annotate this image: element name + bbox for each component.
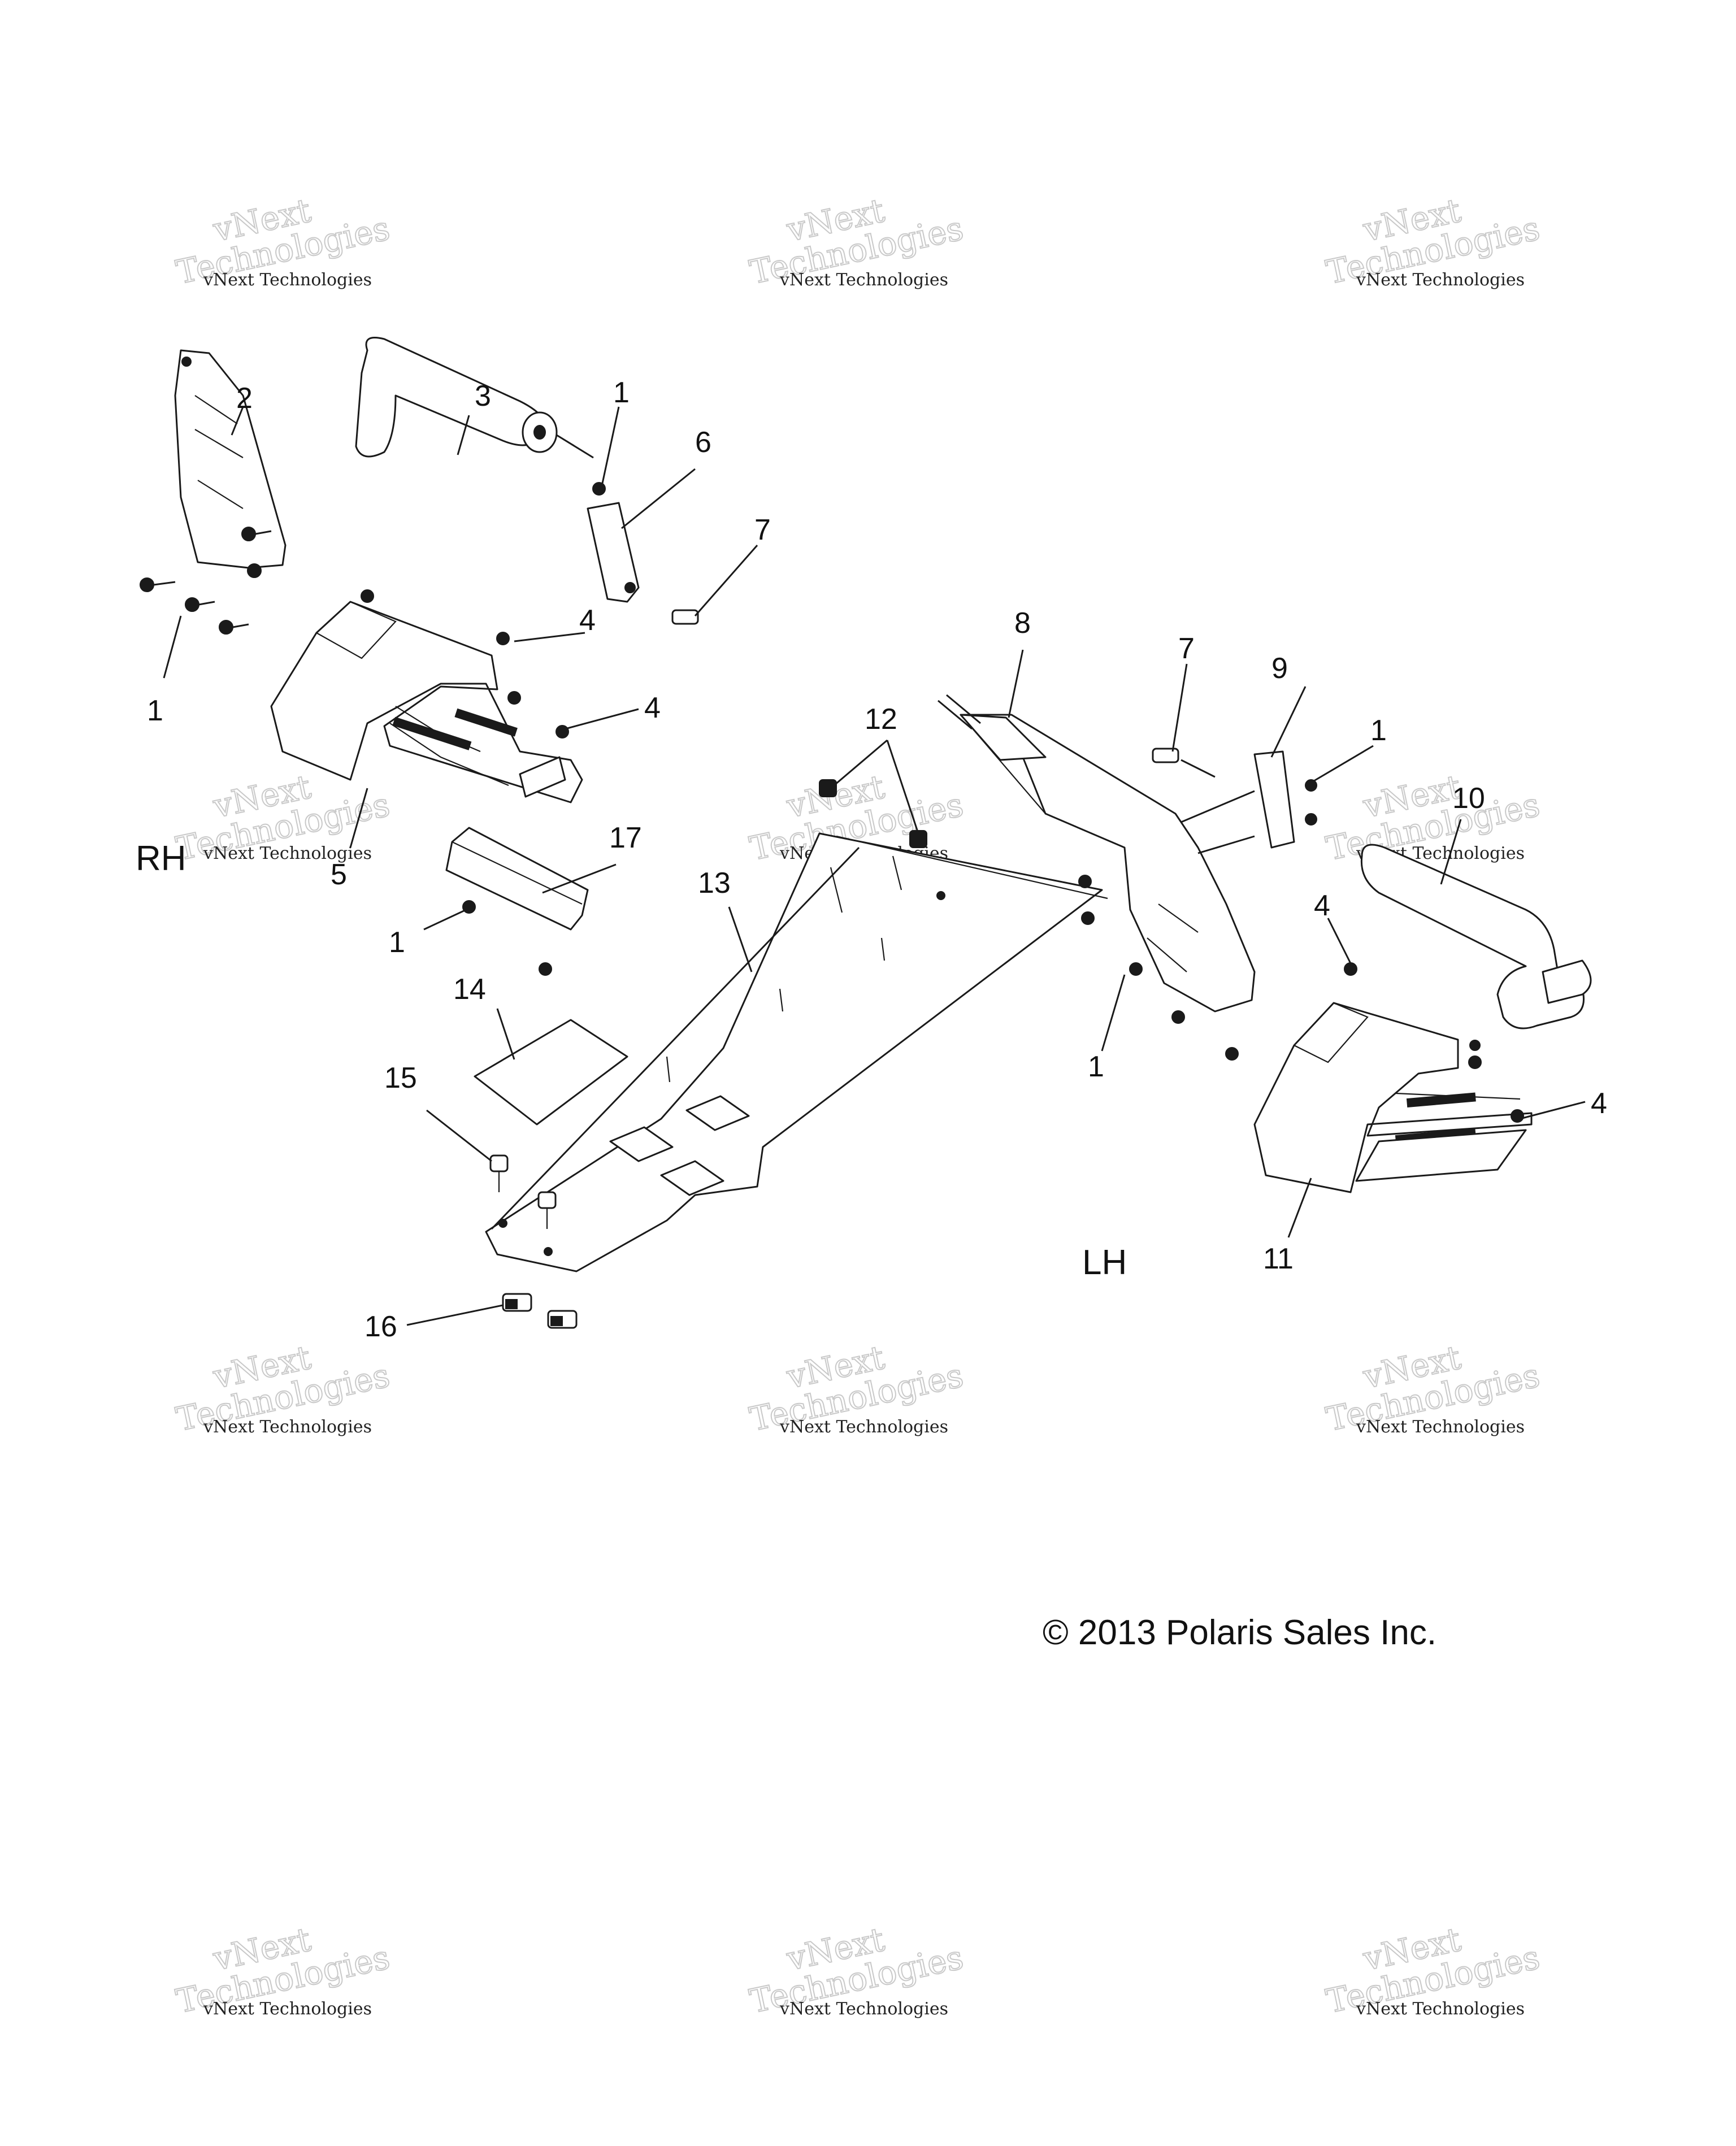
watermark-text: vNext Technologies: [203, 1417, 372, 1437]
screw: [1344, 962, 1357, 976]
screw: [140, 577, 176, 592]
screw: [1081, 911, 1095, 925]
part-13-skid-plate: [485, 832, 1108, 1272]
part-3-grab-bar: [355, 337, 594, 459]
part-10-grab-bar: [1360, 844, 1592, 1029]
part-15-bolt: [489, 1154, 509, 1192]
callout-15: 15: [384, 1062, 417, 1094]
part-9-plate: [1181, 750, 1317, 854]
leader-lines: [163, 406, 1586, 1326]
part-11-footwell: [1253, 1002, 1533, 1193]
callout-11: 11: [1263, 1243, 1294, 1275]
nut: [819, 779, 837, 797]
watermark-text: vNext Technologies: [203, 1999, 372, 2019]
callout-4: 4: [1591, 1087, 1607, 1120]
callout-8: 8: [1014, 607, 1031, 640]
callout-labels: 2 3 1 6 7 1 4 4 RH 5 17 1 13 12 14 15 16…: [136, 376, 1607, 1343]
screw: [241, 527, 272, 541]
screw: [1078, 875, 1092, 888]
callout-3: 3: [475, 380, 491, 412]
part-16-clip: [502, 1293, 532, 1312]
screw: [361, 589, 374, 603]
callout-6: 6: [695, 426, 711, 459]
screw: [592, 482, 606, 496]
watermark-group: vNext Technologies vNext Technologies vN…: [172, 190, 1544, 2021]
screw: [555, 725, 569, 738]
bolt: [671, 609, 699, 625]
screw: [1225, 1047, 1239, 1061]
screw: [185, 597, 215, 612]
bolt: [1152, 748, 1216, 778]
callout-10: 10: [1452, 782, 1485, 815]
screw: [1511, 1109, 1524, 1123]
callout-5: 5: [331, 858, 347, 891]
part-17-bracket: [445, 827, 589, 931]
watermark-text: vNext Technologies: [203, 270, 372, 290]
callout-16: 16: [364, 1310, 397, 1343]
callout-4: 4: [1314, 889, 1330, 922]
screw: [247, 563, 262, 578]
rh-label: RH: [136, 839, 186, 878]
callout-1: 1: [613, 376, 630, 409]
watermark-text: vNext Technologies: [779, 270, 948, 290]
callout-7: 7: [754, 514, 771, 546]
callout-17: 17: [609, 822, 642, 854]
diamond-cutout: [609, 1095, 750, 1196]
screw: [219, 620, 249, 635]
part-5-footwell: [270, 601, 583, 803]
callout-12: 12: [865, 703, 897, 736]
screw: [1469, 1040, 1481, 1051]
screw: [1171, 1010, 1185, 1024]
callout-1: 1: [147, 694, 163, 727]
part-6-plate: [587, 502, 640, 603]
part-16-clip: [547, 1310, 578, 1329]
nut: [909, 830, 927, 848]
callout-1: 1: [389, 926, 405, 959]
lh-label: LH: [1082, 1243, 1127, 1282]
screw: [1129, 962, 1143, 976]
callout-7: 7: [1178, 632, 1195, 665]
watermark-text: vNext Technologies: [1356, 270, 1525, 290]
copyright-text: © 2013 Polaris Sales Inc.: [1043, 1613, 1436, 1652]
part-14-decal: [474, 1019, 628, 1126]
callout-4: 4: [579, 604, 596, 637]
screw: [507, 691, 521, 705]
screw: [539, 962, 552, 976]
screw: [496, 632, 510, 645]
callout-13: 13: [698, 867, 731, 900]
part-8-bracket: [938, 694, 1256, 1013]
screw: [1468, 1055, 1482, 1069]
watermark-text: vNext Technologies: [1356, 1999, 1525, 2019]
callout-1: 1: [1088, 1050, 1104, 1083]
part-2-bracket: [174, 349, 287, 569]
part-15-bolt: [537, 1191, 557, 1229]
watermark-text: vNext Technologies: [779, 1417, 948, 1437]
callout-9: 9: [1271, 652, 1288, 685]
watermark-text: vNext Technologies: [779, 1999, 948, 2019]
callout-14: 14: [453, 973, 486, 1006]
cleat-row: [392, 708, 518, 750]
callout-4: 4: [644, 692, 661, 724]
watermark-text: vNext Technologies: [1356, 1417, 1525, 1437]
watermark-text: vNext Technologies: [203, 844, 372, 863]
callout-1: 1: [1370, 714, 1387, 747]
callout-2: 2: [236, 382, 253, 415]
